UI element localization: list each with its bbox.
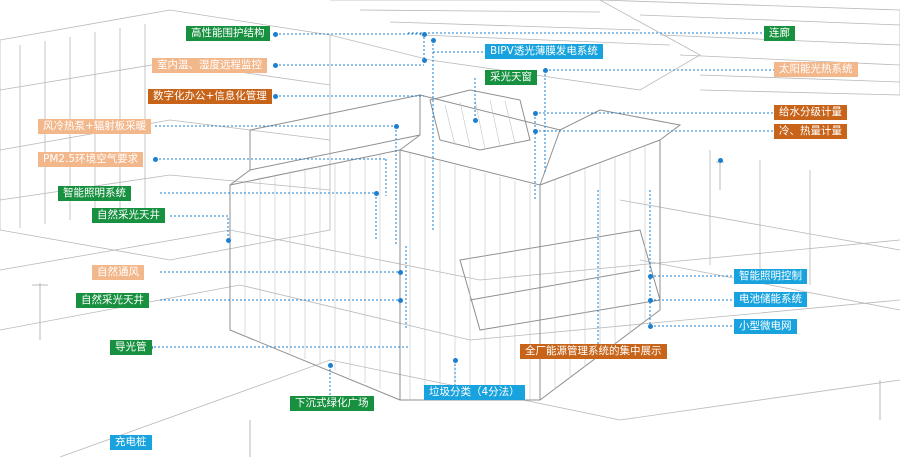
anchor-dot — [472, 117, 478, 123]
anchor-dot — [647, 323, 653, 329]
anchor-dot — [542, 67, 548, 73]
label-charging-pile: 充电桩 — [110, 435, 152, 450]
anchor-dot — [272, 31, 278, 37]
label-smart-lighting-control: 智能照明控制 — [734, 269, 807, 284]
label-smart-lighting-system: 智能照明系统 — [58, 186, 131, 201]
anchor-dot — [397, 269, 403, 275]
anchor-dot — [532, 110, 538, 116]
label-daylight-atrium-upper: 自然采光天井 — [92, 208, 165, 223]
anchor-dot — [717, 157, 723, 163]
anchor-dot — [393, 123, 399, 129]
leader-envelope — [275, 33, 425, 60]
anchor-dot — [327, 362, 333, 368]
label-envelope: 高性能围护结构 — [186, 26, 270, 41]
anchor-dot — [272, 93, 278, 99]
label-waste-sorting: 垃圾分类（4分法） — [424, 385, 525, 400]
label-digital-office: 数字化办公+信息化管理 — [148, 89, 272, 104]
anchor-dot — [452, 357, 458, 363]
anchor-dot — [421, 31, 427, 37]
leader-atrium-upper — [170, 215, 229, 240]
label-air-pump: 风冷热泵+辐射板采暖 — [38, 119, 152, 134]
anchor-dot — [430, 37, 436, 43]
anchor-dot — [225, 237, 231, 243]
anchor-dot — [532, 128, 538, 134]
label-cold-heat-metering: 冷、热量计量 — [774, 124, 847, 139]
label-battery-storage: 电池储能系统 — [734, 292, 807, 307]
label-water-metering: 给水分级计量 — [774, 105, 847, 120]
label-natural-ventilation: 自然通风 — [92, 265, 144, 280]
label-corridor: 连廊 — [764, 26, 795, 41]
anchor-dot — [373, 190, 379, 196]
label-solar-thermal: 太阳能光热系统 — [774, 62, 858, 77]
label-light-pipe: 导光管 — [110, 340, 152, 355]
label-sunken-plaza: 下沉式绿化广场 — [290, 396, 374, 411]
anchor-dot — [647, 297, 653, 303]
label-energy-display: 全厂能源管理系统的集中展示 — [520, 344, 667, 359]
label-pm25: PM2.5环境空气要求 — [38, 152, 144, 167]
anchor-dot — [647, 273, 653, 279]
label-temp-humidity: 室内温、湿度远程监控 — [152, 58, 267, 73]
label-bipv: BIPV透光薄膜发电系统 — [485, 44, 603, 59]
anchor-dot — [397, 297, 403, 303]
label-daylight-atrium-lower: 自然采光天井 — [76, 293, 149, 308]
label-microgrid: 小型微电网 — [734, 319, 797, 334]
label-skylight: 采光天窗 — [485, 70, 537, 85]
anchor-dot — [152, 156, 158, 162]
anchor-dot — [421, 57, 427, 63]
anchor-dot — [272, 62, 278, 68]
